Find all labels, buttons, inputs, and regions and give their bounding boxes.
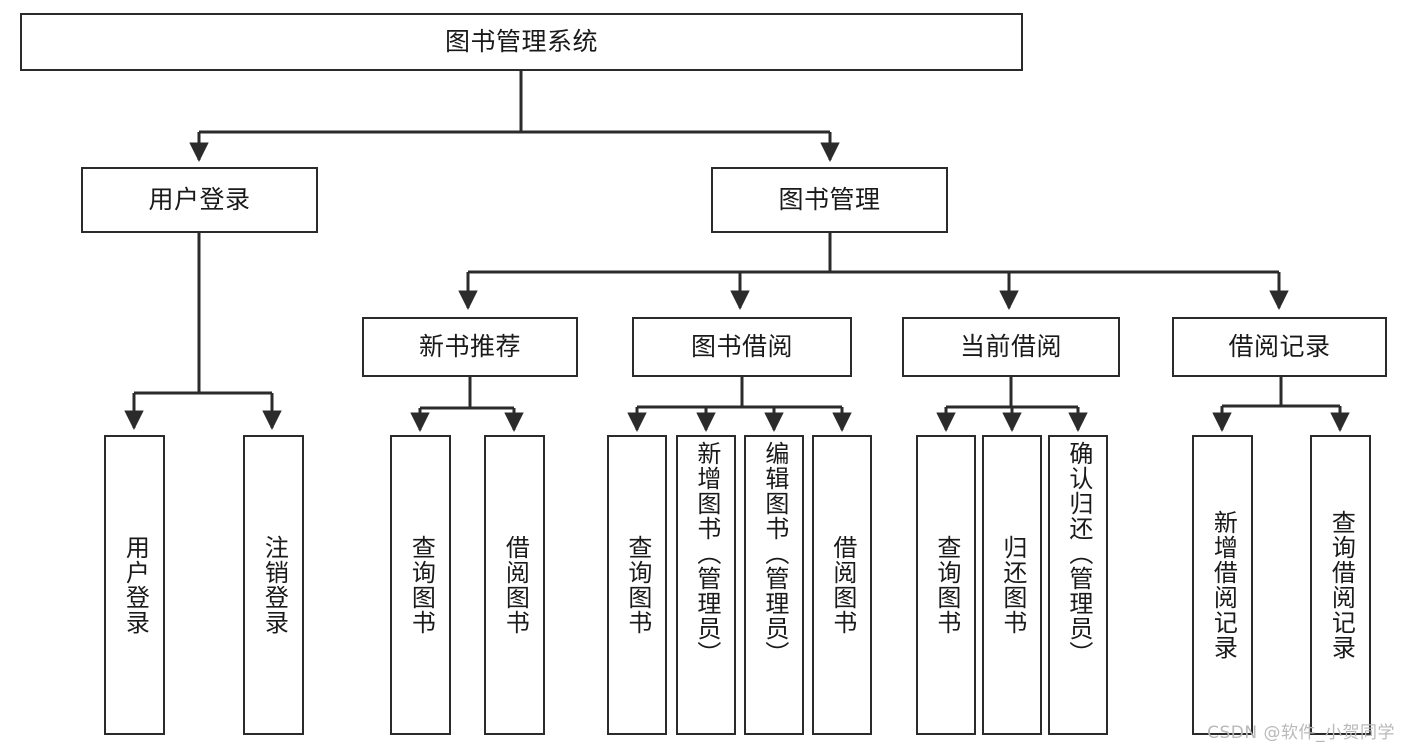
- leaf-borrow-add-book[interactable]: 新增图书（管理员）: [676, 435, 736, 735]
- leaf-current-return-book[interactable]: 归还图书: [982, 435, 1042, 735]
- leaf-record-add[interactable]: 新增借阅记录: [1192, 435, 1253, 735]
- leaf-new-book-borrow[interactable]: 借阅图书: [484, 435, 545, 735]
- watermark-label: CSDN @软件_小贺同学: [1207, 723, 1395, 743]
- leaf-record-query-label: 查询借阅记录: [1327, 510, 1356, 660]
- leaf-current-return-book-label: 归还图书: [998, 535, 1027, 635]
- leaf-current-confirm-return[interactable]: 确认归还（管理员）: [1048, 435, 1108, 735]
- leaf-new-book-borrow-label: 借阅图书: [501, 535, 530, 635]
- leaf-user-login-label: 用户登录: [121, 535, 150, 635]
- leaf-borrow-add-book-label: 新增图书（管理员）: [692, 441, 721, 666]
- leaf-current-confirm-return-label: 确认归还（管理员）: [1064, 441, 1093, 666]
- leaf-borrow-edit-book-label: 编辑图书（管理员）: [760, 441, 789, 666]
- leaf-record-add-label: 新增借阅记录: [1209, 510, 1238, 660]
- leaf-borrow-query-book[interactable]: 查询图书: [607, 435, 667, 735]
- node-current-borrow-label: 当前借阅: [959, 332, 1062, 362]
- node-root-label: 图书管理系统: [444, 27, 598, 57]
- leaf-record-query[interactable]: 查询借阅记录: [1310, 435, 1371, 735]
- node-book-management-label: 图书管理: [778, 185, 881, 215]
- leaf-user-login[interactable]: 用户登录: [104, 435, 165, 735]
- node-current-borrow[interactable]: 当前借阅: [902, 317, 1120, 377]
- node-user-login-label: 用户登录: [148, 185, 251, 215]
- node-user-login[interactable]: 用户登录: [81, 167, 318, 233]
- node-root[interactable]: 图书管理系统: [20, 13, 1023, 71]
- node-book-borrow[interactable]: 图书借阅: [632, 317, 852, 377]
- node-borrow-record-label: 借阅记录: [1228, 332, 1331, 362]
- leaf-current-query-book-label: 查询图书: [932, 535, 961, 635]
- node-new-book-recommend-label: 新书推荐: [418, 332, 521, 362]
- leaf-borrow-borrow-book[interactable]: 借阅图书: [812, 435, 872, 735]
- node-book-management[interactable]: 图书管理: [711, 167, 948, 233]
- node-borrow-record[interactable]: 借阅记录: [1172, 317, 1387, 377]
- leaf-current-query-book[interactable]: 查询图书: [916, 435, 976, 735]
- leaf-borrow-query-book-label: 查询图书: [623, 535, 652, 635]
- leaf-borrow-borrow-book-label: 借阅图书: [828, 535, 857, 635]
- node-book-borrow-label: 图书借阅: [690, 332, 793, 362]
- leaf-new-book-query-label: 查询图书: [407, 535, 436, 635]
- leaf-new-book-query[interactable]: 查询图书: [390, 435, 451, 735]
- leaf-user-logout-label: 注销登录: [260, 535, 289, 635]
- leaf-borrow-edit-book[interactable]: 编辑图书（管理员）: [744, 435, 804, 735]
- node-new-book-recommend[interactable]: 新书推荐: [362, 317, 578, 377]
- leaf-user-logout[interactable]: 注销登录: [243, 435, 304, 735]
